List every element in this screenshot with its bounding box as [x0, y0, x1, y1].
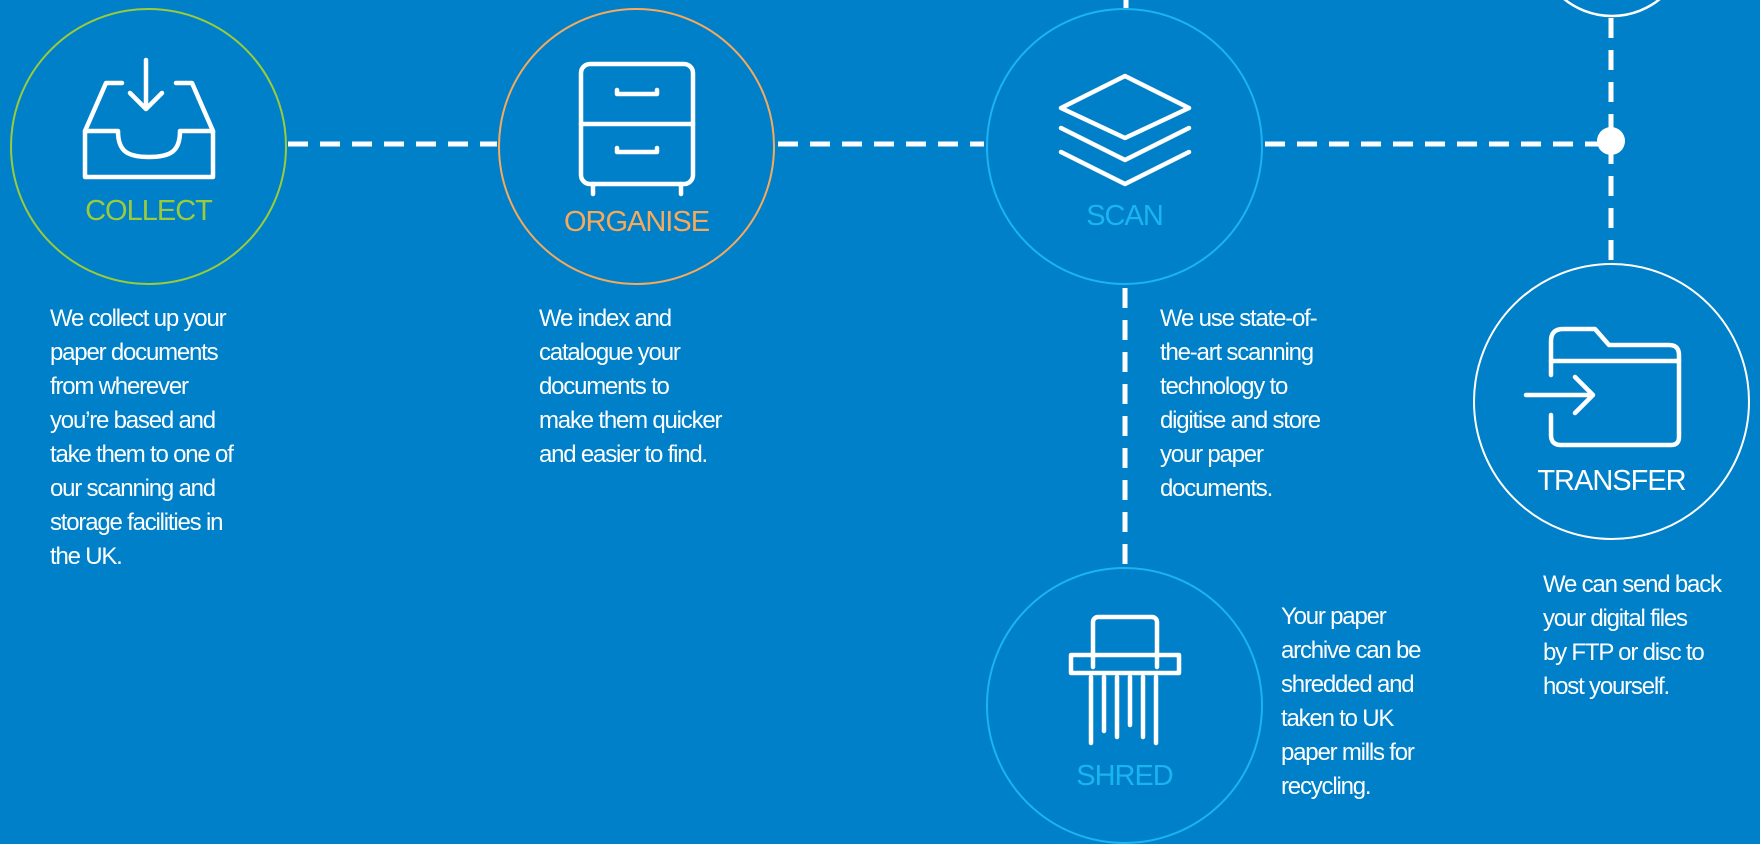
scan-description: We use state-of- the-art scanning techno… [1160, 302, 1380, 506]
scan-circle [986, 8, 1263, 285]
transfer-circle [1473, 263, 1750, 540]
shred-desc-line: Your paper [1281, 603, 1387, 630]
collect-desc-line: We collect up your [50, 305, 227, 332]
junction-dot [1597, 127, 1625, 155]
collect-desc-line: from wherever [50, 373, 189, 400]
collect-desc-line: take them to one of [50, 441, 234, 468]
shredder-icon [1068, 614, 1182, 746]
organise-desc-line: We index and [539, 305, 672, 332]
organise-desc-line: documents to [539, 373, 670, 400]
collect-circle [10, 8, 287, 285]
organise-description: We index and catalogue your documents to… [539, 302, 769, 472]
layers-stack-icon [1058, 73, 1192, 187]
transfer-description: We can send back your digital files by F… [1543, 568, 1758, 704]
shred-desc-line: recycling. [1281, 773, 1372, 800]
collect-desc-line: our scanning and [50, 475, 216, 502]
organise-desc-line: catalogue your [539, 339, 681, 366]
collect-label: COLLECT [85, 195, 213, 227]
folder-arrow-icon [1523, 326, 1682, 448]
scan-label: SCAN [1086, 200, 1164, 232]
shred-desc-line: taken to UK [1281, 705, 1394, 732]
organise-desc-line: and easier to find. [539, 441, 708, 468]
shred-desc-line: archive can be [1281, 637, 1421, 664]
inbox-download-icon [82, 57, 216, 180]
organise-label: ORGANISE [563, 206, 710, 238]
collect-desc-line: storage facilities in [50, 509, 223, 536]
scan-desc-line: technology to [1160, 373, 1288, 400]
scan-desc-line: the-art scanning [1160, 339, 1314, 366]
partial-circle-top [1563, 0, 1661, 18]
transfer-desc-line: We can send back [1543, 571, 1722, 598]
transfer-desc-line: your digital files [1543, 605, 1688, 632]
collect-desc-line: paper documents [50, 339, 219, 366]
organise-circle [498, 8, 775, 285]
scan-desc-line: digitise and store [1160, 407, 1321, 434]
transfer-label: TRANSFER [1537, 465, 1686, 497]
organise-desc-line: make them quicker [539, 407, 723, 434]
collect-description: We collect up your paper documents from … [50, 302, 280, 574]
scan-desc-line: your paper [1160, 441, 1264, 468]
shred-desc-line: paper mills for [1281, 739, 1415, 766]
shred-label: SHRED [1076, 760, 1174, 792]
scan-desc-line: We use state-of- [1160, 305, 1318, 332]
filing-cabinet-icon [578, 61, 696, 197]
scan-desc-line: documents. [1160, 475, 1273, 502]
transfer-desc-line: by FTP or disc to [1543, 639, 1705, 666]
collect-desc-line: the UK. [50, 543, 123, 570]
transfer-desc-line: host yourself. [1543, 673, 1670, 700]
shred-desc-line: shredded and [1281, 671, 1415, 698]
shred-description: Your paper archive can be shredded and t… [1281, 600, 1481, 804]
collect-desc-line: you’re based and [50, 407, 216, 434]
